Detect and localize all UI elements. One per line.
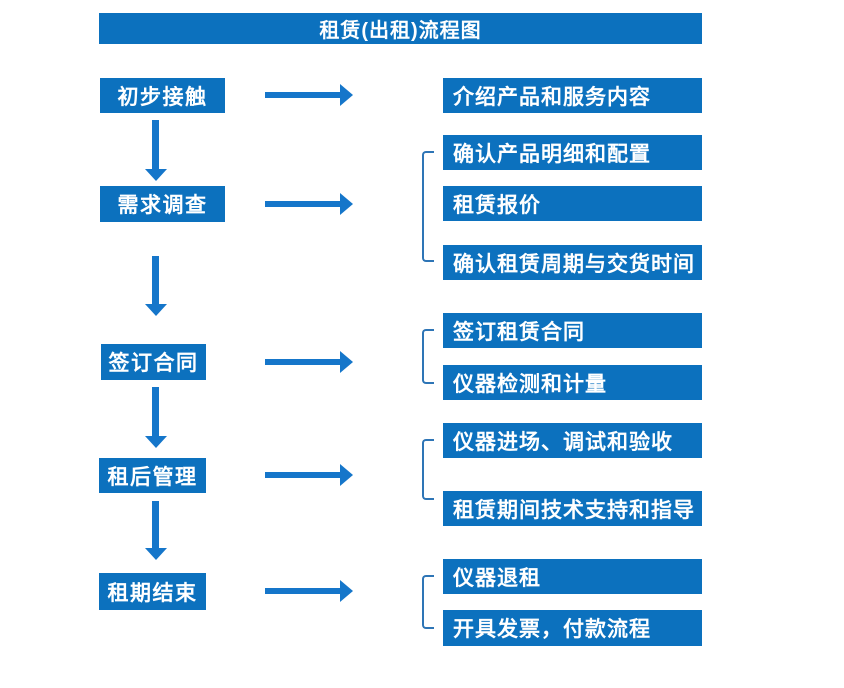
step-box-demand-survey: 需求调查 xyxy=(100,186,225,222)
step-label: 需求调查 xyxy=(117,194,208,217)
step-box-rental-end: 租期结束 xyxy=(99,573,206,610)
step-label: 租后管理 xyxy=(107,465,198,489)
output-label: 签订租赁合同 xyxy=(453,320,585,344)
arrow-head-icon xyxy=(340,351,353,373)
flow-arrow-right-1 xyxy=(265,84,353,106)
arrow-shaft xyxy=(265,588,342,594)
flow-arrow-down-4 xyxy=(145,501,167,560)
group-bracket-post-rental xyxy=(422,439,434,500)
arrow-shaft xyxy=(265,201,342,207)
arrow-shaft xyxy=(265,359,342,365)
output-box-confirm-rental-period: 确认租赁周期与交货时间 xyxy=(443,245,702,280)
output-box-instrument-return: 仪器退租 xyxy=(443,559,702,594)
output-label: 租赁期间技术支持和指导 xyxy=(453,498,695,522)
step-label: 租期结束 xyxy=(107,581,198,605)
arrow-head-icon xyxy=(145,548,167,560)
output-box-introduce-products: 介绍产品和服务内容 xyxy=(443,78,702,113)
output-label: 确认产品明细和配置 xyxy=(453,142,651,166)
output-box-instrument-inspection: 仪器检测和计量 xyxy=(443,365,702,400)
output-box-technical-support: 租赁期间技术支持和指导 xyxy=(443,491,702,526)
flow-arrow-right-5 xyxy=(265,580,353,602)
output-label: 仪器退租 xyxy=(453,566,541,590)
flow-arrow-right-2 xyxy=(265,193,353,215)
flow-arrow-down-3 xyxy=(145,387,167,448)
arrow-head-icon xyxy=(145,304,167,316)
output-label: 仪器进场、调试和验收 xyxy=(453,430,673,454)
output-label: 租赁报价 xyxy=(453,193,541,217)
arrow-shaft xyxy=(152,501,159,549)
arrow-head-icon xyxy=(145,436,167,448)
step-box-post-rental-management: 租后管理 xyxy=(99,458,206,493)
arrow-shaft xyxy=(152,256,159,305)
arrow-head-icon xyxy=(340,84,353,106)
arrow-shaft xyxy=(265,92,342,98)
flow-arrow-right-3 xyxy=(265,351,353,373)
output-label: 确认租赁周期与交货时间 xyxy=(453,252,695,276)
group-bracket-rental-end xyxy=(422,575,434,629)
arrow-head-icon xyxy=(145,169,167,181)
flowchart-title: 租赁(出租)流程图 xyxy=(319,20,482,42)
group-bracket-demand-survey xyxy=(422,151,434,262)
output-box-sign-rental-contract: 签订租赁合同 xyxy=(443,313,702,348)
arrow-head-icon xyxy=(340,464,353,486)
group-bracket-sign-contract xyxy=(422,329,434,384)
flow-arrow-right-4 xyxy=(265,464,353,486)
arrow-shaft xyxy=(152,387,159,437)
step-box-sign-contract: 签订合同 xyxy=(101,344,206,380)
step-label: 初步接触 xyxy=(117,85,208,109)
arrow-head-icon xyxy=(340,193,353,215)
output-label: 介绍产品和服务内容 xyxy=(453,85,651,109)
output-label: 开具发票，付款流程 xyxy=(453,618,651,641)
output-box-rental-quote: 租赁报价 xyxy=(443,186,702,221)
flow-arrow-down-1 xyxy=(145,120,167,181)
output-box-confirm-product-details: 确认产品明细和配置 xyxy=(443,135,702,170)
output-label: 仪器检测和计量 xyxy=(453,372,607,396)
flow-arrow-down-2 xyxy=(145,256,167,316)
output-box-invoice-payment: 开具发票，付款流程 xyxy=(443,610,702,646)
arrow-head-icon xyxy=(340,580,353,602)
arrow-shaft xyxy=(265,472,342,478)
arrow-shaft xyxy=(152,120,159,170)
step-label: 签订合同 xyxy=(108,352,199,375)
flowchart-title-bar: 租赁(出租)流程图 xyxy=(99,13,702,44)
step-box-initial-contact: 初步接触 xyxy=(100,78,225,113)
output-box-instrument-setup-acceptance: 仪器进场、调试和验收 xyxy=(443,423,702,458)
